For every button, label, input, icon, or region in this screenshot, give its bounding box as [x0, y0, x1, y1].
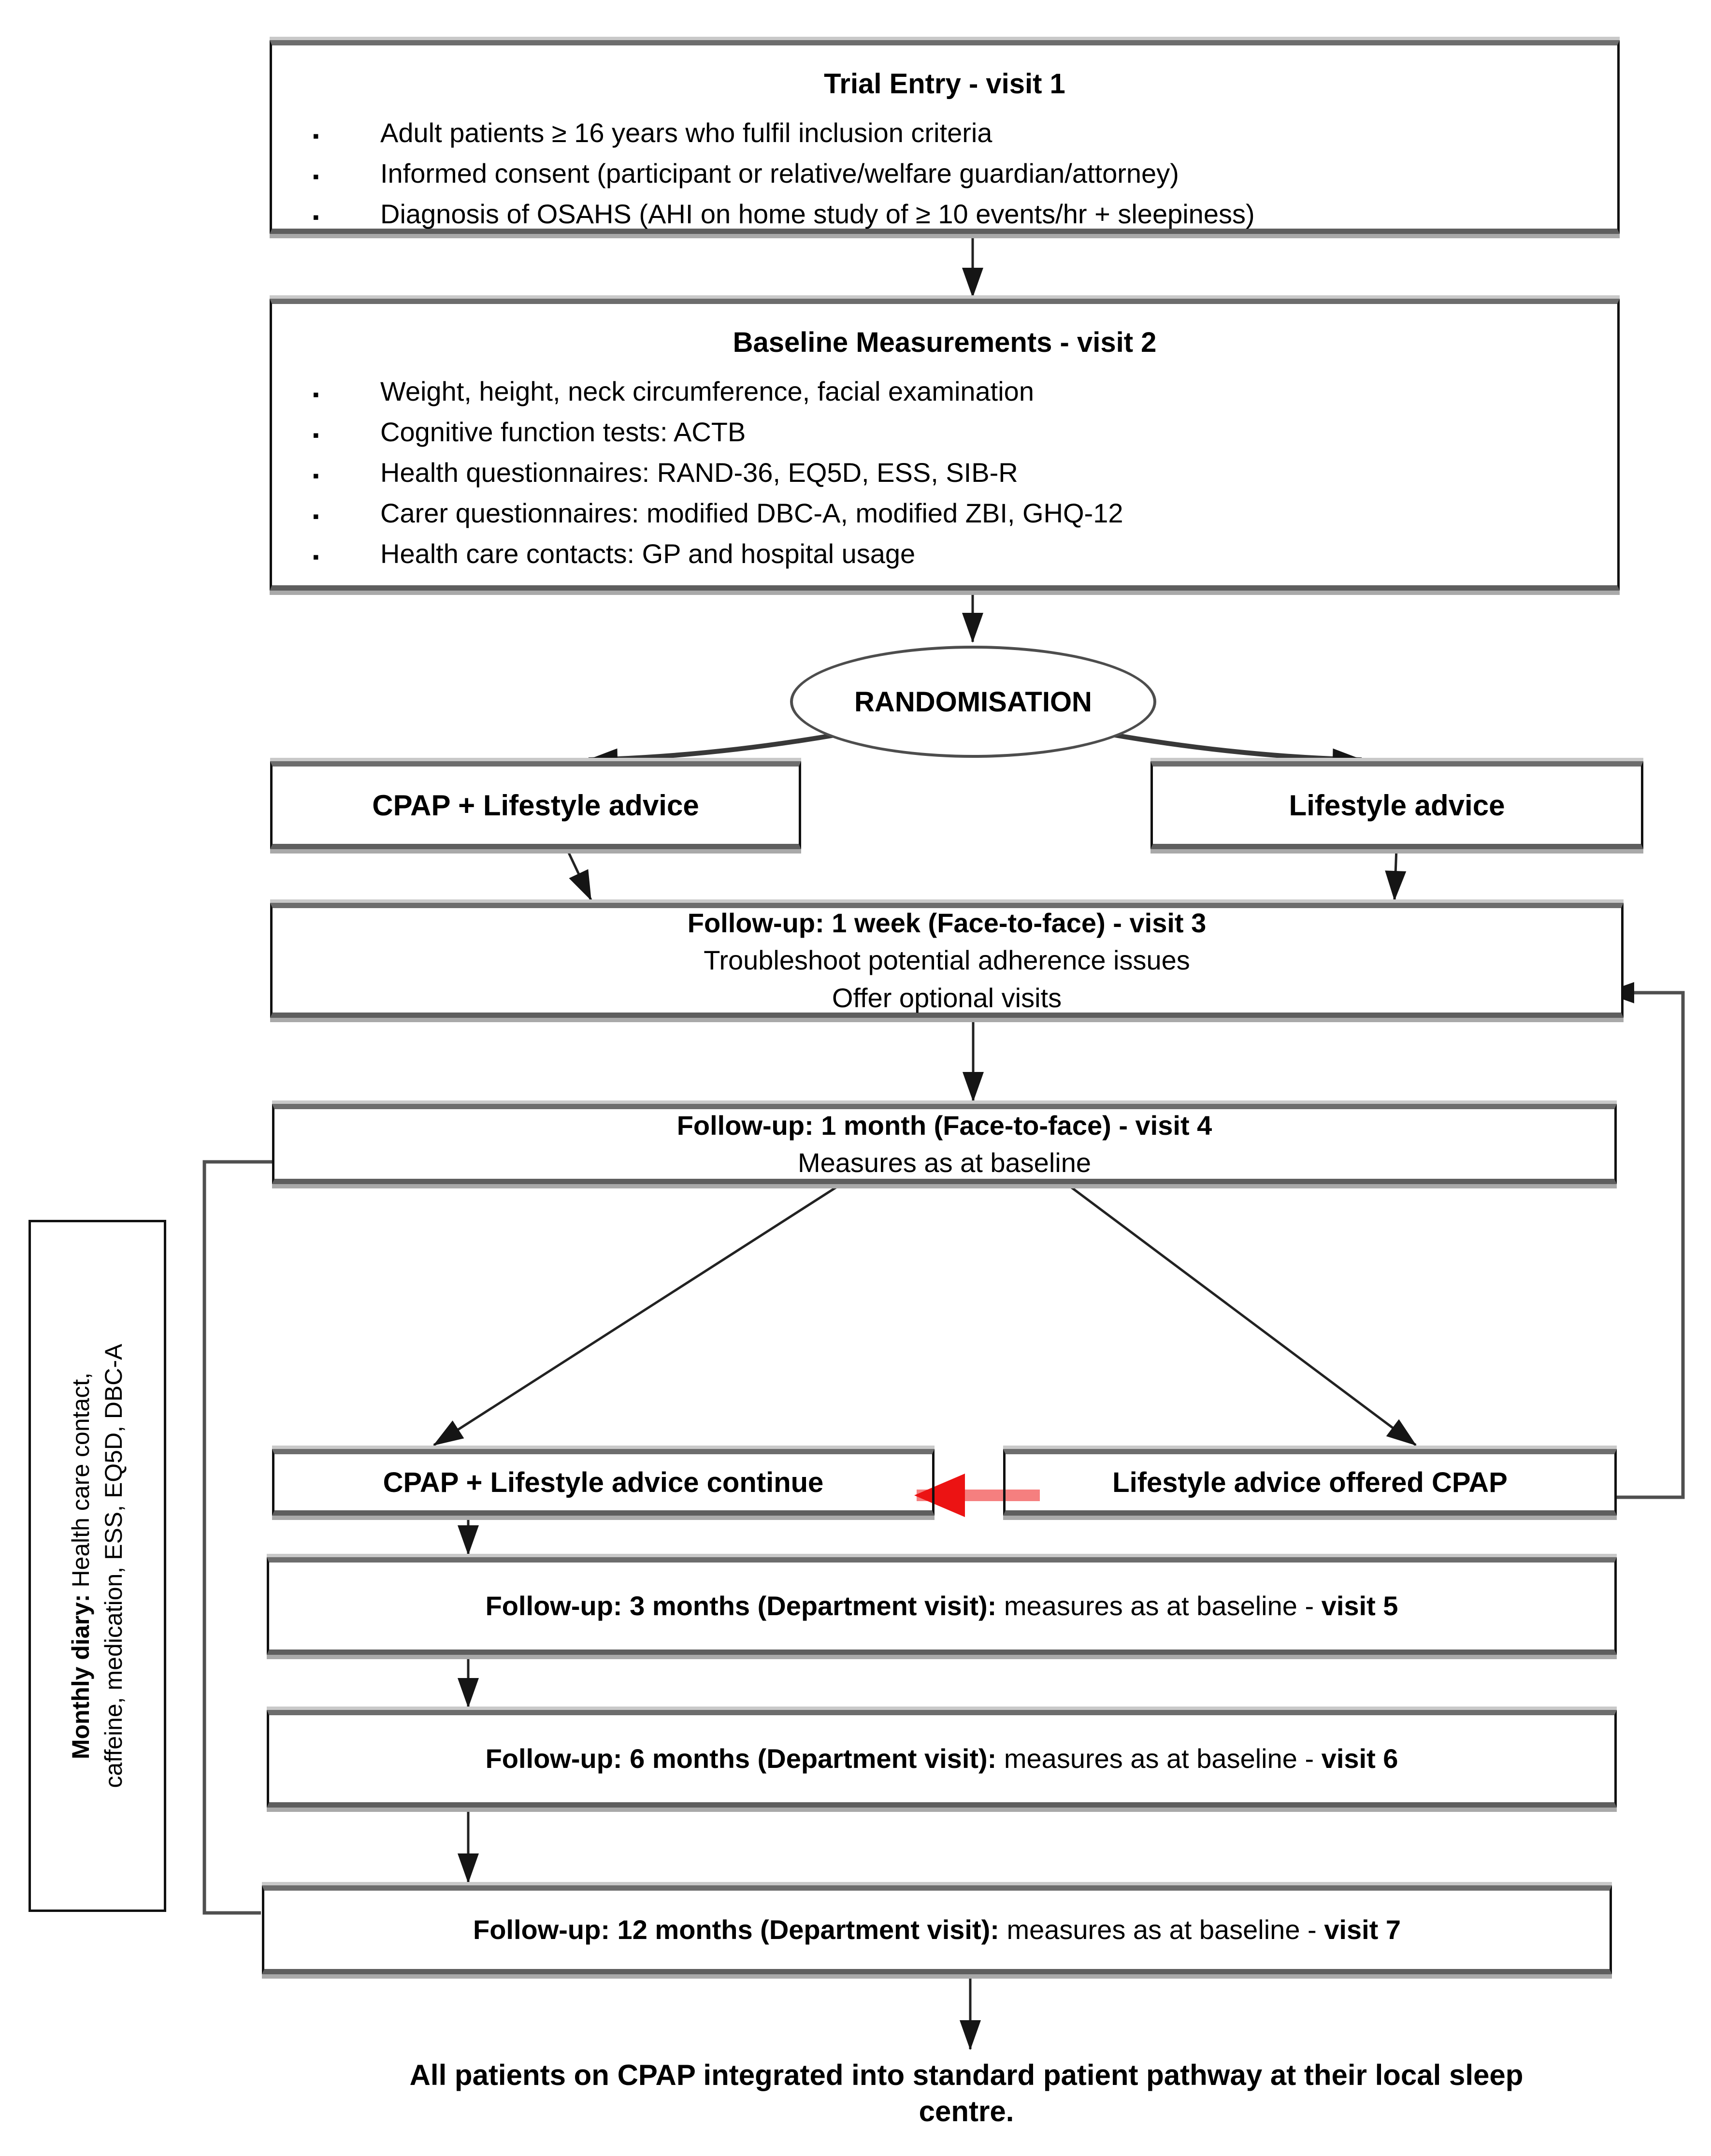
visit3-line2: Troubleshoot potential adherence issues: [704, 945, 1190, 976]
list-item: ▪ Health care contacts: GP and hospital u…: [313, 534, 1598, 574]
cpap-continue-label: CPAP + Lifestyle advice continue: [383, 1466, 824, 1498]
arrow-visit4-to-cpap-continue: [433, 1183, 842, 1447]
visit3-line3: Offer optional visits: [832, 982, 1062, 1013]
bullet-icon: ▪: [313, 506, 319, 527]
visit6-bold-tail: visit 6: [1321, 1743, 1398, 1774]
visit6-bold-lead: Follow-up: 6 months (Department visit):: [485, 1743, 997, 1774]
baseline-bullet-list: ▪ Weight, height, neck circumference, fac…: [272, 371, 1617, 574]
trial-entry-box: Trial Entry - visit 1 ▪ Adult patients ≥ …: [270, 40, 1620, 234]
arm-lifestyle-label: Lifestyle advice: [1289, 789, 1505, 822]
monthly-diary-line1-rest: Health care contact,: [67, 1372, 94, 1588]
baseline-bullet-2: Cognitive function tests: ACTB: [380, 417, 746, 447]
baseline-bullet-1: Weight, height, neck circumference, faci…: [380, 376, 1034, 406]
visit6-text: Follow-up: 6 months (Department visit): …: [486, 1740, 1398, 1777]
list-item: ▪ Informed consent (participant or relati…: [313, 153, 1598, 194]
baseline-bullet-5: Health care contacts: GP and hospital us…: [380, 538, 916, 569]
list-item: ▪ Weight, height, neck circumference, fac…: [313, 371, 1598, 412]
baseline-bullet-3: Health questionnaires: RAND-36, EQ5D, ES…: [380, 457, 1018, 488]
visit6-box: Follow-up: 6 months (Department visit): …: [267, 1710, 1617, 1808]
list-item: ▪ Health questionnaires: RAND-36, EQ5D, E…: [313, 452, 1598, 493]
monthly-diary-box: Monthly diary: Health care contact, caff…: [29, 1220, 166, 1912]
trial-entry-bullet-list: ▪ Adult patients ≥ 16 years who fulfil in…: [272, 113, 1617, 234]
visit5-text: Follow-up: 3 months (Department visit): …: [486, 1587, 1398, 1624]
monthly-diary-line1: Monthly diary: Health care contact,: [65, 1373, 98, 1759]
baseline-bullet-4: Carer questionnaires: modified DBC-A, mo…: [380, 498, 1123, 528]
footer-line1: All patients on CPAP integrated into sta…: [409, 2059, 1524, 2091]
list-item: ▪ Diagnosis of OSAHS (AHI on home study o…: [313, 194, 1598, 234]
lifestyle-offered-box: Lifestyle advice offered CPAP: [1003, 1449, 1617, 1516]
randomisation-label: RANDOMISATION: [854, 686, 1092, 718]
bracket-visit4-to-visit7: [202, 1160, 272, 1915]
visit4-line2: Measures as at baseline: [797, 1147, 1091, 1178]
list-item: ▪ Adult patients ≥ 16 years who fulfil in…: [313, 113, 1598, 153]
trial-bullet-1: Adult patients ≥ 16 years who fulfil inc…: [380, 117, 992, 148]
lifestyle-offered-label: Lifestyle advice offered CPAP: [1112, 1466, 1508, 1498]
trial-bullet-2: Informed consent (participant or relativ…: [380, 158, 1179, 188]
branch-to-lifestyle-arm: [1106, 731, 1363, 770]
visit6-middle: measures as at baseline -: [1004, 1743, 1314, 1774]
branch-to-cpap-arm: [588, 731, 844, 770]
bullet-icon: ▪: [313, 207, 319, 228]
list-item: ▪ Carer questionnaires: modified DBC-A, m…: [313, 493, 1598, 534]
visit7-bold-lead: Follow-up: 12 months (Department visit):: [473, 1914, 999, 1945]
trial-entry-title: Trial Entry - visit 1: [824, 68, 1065, 100]
cpap-continue-box: CPAP + Lifestyle advice continue: [272, 1449, 935, 1516]
bullet-icon: ▪: [313, 167, 319, 187]
visit5-bold-lead: Follow-up: 3 months (Department visit):: [485, 1591, 997, 1621]
bullet-icon: ▪: [313, 547, 319, 567]
bullet-icon: ▪: [313, 385, 319, 405]
visit7-box: Follow-up: 12 months (Department visit):…: [262, 1885, 1612, 1974]
visit4-title: Follow-up: 1 month (Face-to-face) - visi…: [676, 1110, 1212, 1141]
trial-bullet-3: Diagnosis of OSAHS (AHI on home study of…: [380, 199, 1255, 229]
baseline-title: Baseline Measurements - visit 2: [733, 327, 1157, 358]
monthly-diary-bold: Monthly diary:: [67, 1594, 94, 1760]
footer-line2: centre.: [919, 2095, 1014, 2127]
arrow-lifestyle-arm-to-visit3: [1385, 848, 1407, 901]
visit7-middle: measures as at baseline -: [1006, 1914, 1317, 1945]
bullet-icon: ▪: [313, 466, 319, 486]
visit7-text: Follow-up: 12 months (Department visit):…: [473, 1911, 1401, 1948]
visit5-bold-tail: visit 5: [1321, 1591, 1398, 1621]
bullet-icon: ▪: [313, 126, 319, 146]
visit5-box: Follow-up: 3 months (Department visit): …: [267, 1557, 1617, 1655]
arrow-visit4-to-lifestyle-offered: [1066, 1183, 1417, 1447]
visit5-middle: measures as at baseline -: [1004, 1591, 1314, 1621]
randomisation-ellipse: RANDOMISATION: [790, 646, 1156, 758]
arm-cpap-box: CPAP + Lifestyle advice: [270, 761, 801, 849]
visit3-title: Follow-up: 1 week (Face-to-face) - visit…: [687, 908, 1207, 939]
bullet-icon: ▪: [313, 425, 319, 446]
monthly-diary-text: Monthly diary: Health care contact, caff…: [31, 1222, 164, 1910]
monthly-diary-line2: caffeine, medication, ESS, EQ5D, DBC-A: [100, 1344, 127, 1788]
arrow-cpap-arm-to-visit3: [565, 848, 592, 901]
baseline-measurements-box: Baseline Measurements - visit 2 ▪ Weight,…: [270, 299, 1620, 591]
visit4-box: Follow-up: 1 month (Face-to-face) - visi…: [272, 1104, 1617, 1184]
visit3-box: Follow-up: 1 week (Face-to-face) - visit…: [270, 903, 1624, 1018]
visit7-bold-tail: visit 7: [1324, 1914, 1401, 1945]
list-item: ▪ Cognitive function tests: ACTB: [313, 412, 1598, 452]
arm-lifestyle-box: Lifestyle advice: [1150, 761, 1643, 849]
feedback-line-offered-to-visit3: [1604, 982, 1685, 1499]
arm-cpap-label: CPAP + Lifestyle advice: [372, 789, 699, 822]
footer-text: All patients on CPAP integrated into sta…: [251, 2057, 1682, 2129]
